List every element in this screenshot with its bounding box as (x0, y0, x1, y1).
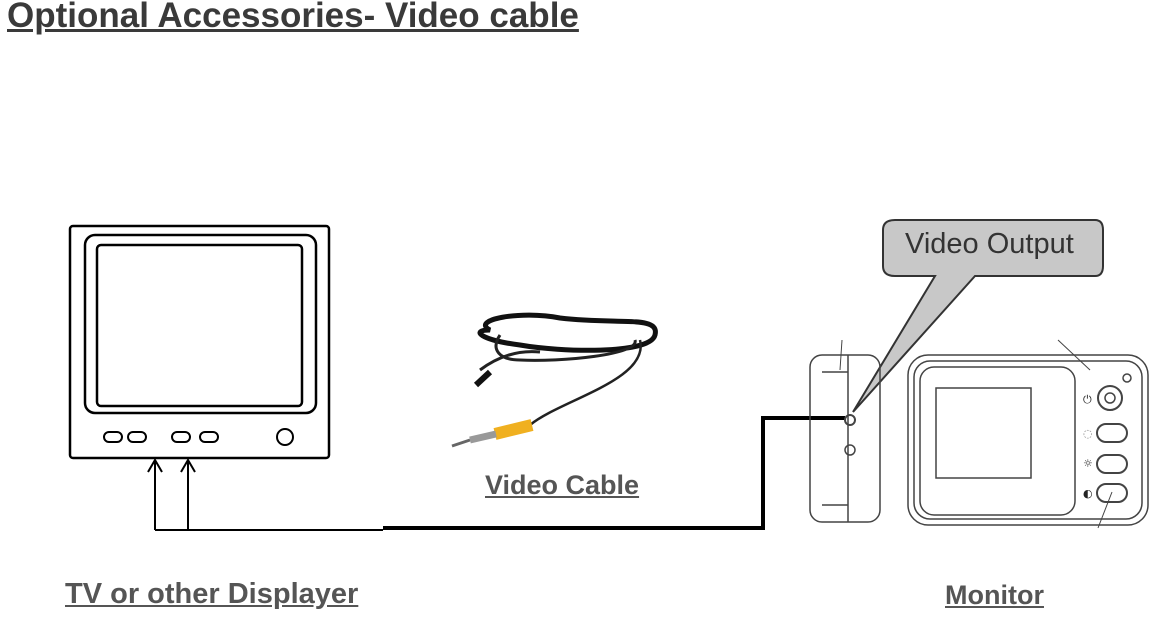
video-cable-label: Video Cable (485, 470, 640, 500)
tv-illustration (68, 224, 331, 460)
monitor-label: Monitor (945, 580, 1044, 610)
brightness-icon: ☼ (1083, 457, 1093, 470)
monitor-front-illustration (907, 339, 1149, 529)
tv-label: TV or other Displayer (65, 578, 359, 610)
monitor-button-icons: ⏻ ◌ ☼ ◐ (1083, 393, 1093, 500)
video-output-callout (852, 219, 1104, 413)
mode-icon: ◌ (1083, 427, 1093, 440)
video-cable-line (383, 416, 845, 530)
power-icon: ⏻ (1083, 393, 1092, 406)
contrast-icon: ◐ (1083, 487, 1093, 500)
video-cable-image (451, 312, 658, 448)
monitor-side-illustration (809, 339, 881, 523)
video-output-label: Video Output (905, 228, 1074, 260)
page-title: Optional Accessories- Video cable (7, 0, 579, 35)
tv-input-wires (147, 458, 383, 531)
